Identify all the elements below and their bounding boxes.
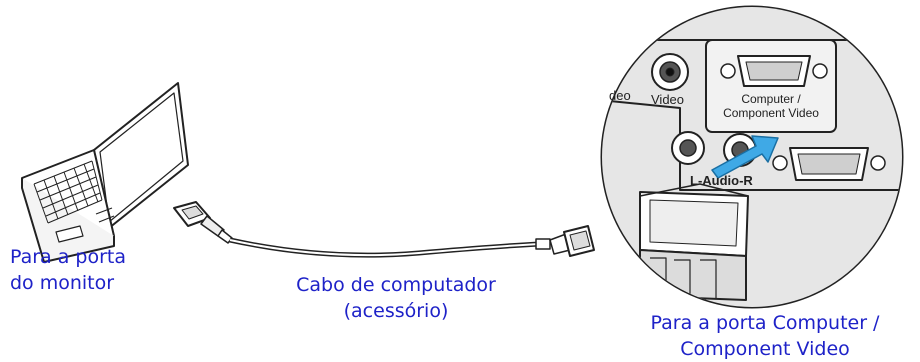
laptop-caption-line1: Para a porta	[10, 246, 127, 268]
cable-caption: Cabo de computador (acessório)	[256, 272, 536, 324]
panel-label-audio: L-Audio-R	[690, 173, 753, 188]
projector-port-caption-line1: Para a porta Computer /	[650, 312, 880, 334]
panel-label-video: Video	[651, 92, 684, 107]
cable-caption-line2: (acessório)	[343, 300, 449, 322]
projector-port-caption: Para a porta Computer / Component Video	[620, 310, 910, 362]
vga-cable-icon	[173, 201, 595, 258]
laptop-icon	[21, 82, 189, 263]
projector-port-caption-line2: Component Video	[680, 338, 850, 360]
laptop-caption: Para a porta do monitor	[10, 244, 126, 296]
insert-arrow-icon	[711, 135, 779, 179]
panel-label-video-partial: deo	[609, 88, 631, 103]
projector-port-panel-icon	[600, 5, 904, 309]
cable-caption-line1: Cabo de computador	[296, 274, 496, 296]
panel-label-computer-line2: Component Video	[723, 106, 819, 120]
laptop-caption-line2: do monitor	[10, 272, 115, 294]
panel-label-computer-line1: Computer /	[741, 92, 801, 106]
